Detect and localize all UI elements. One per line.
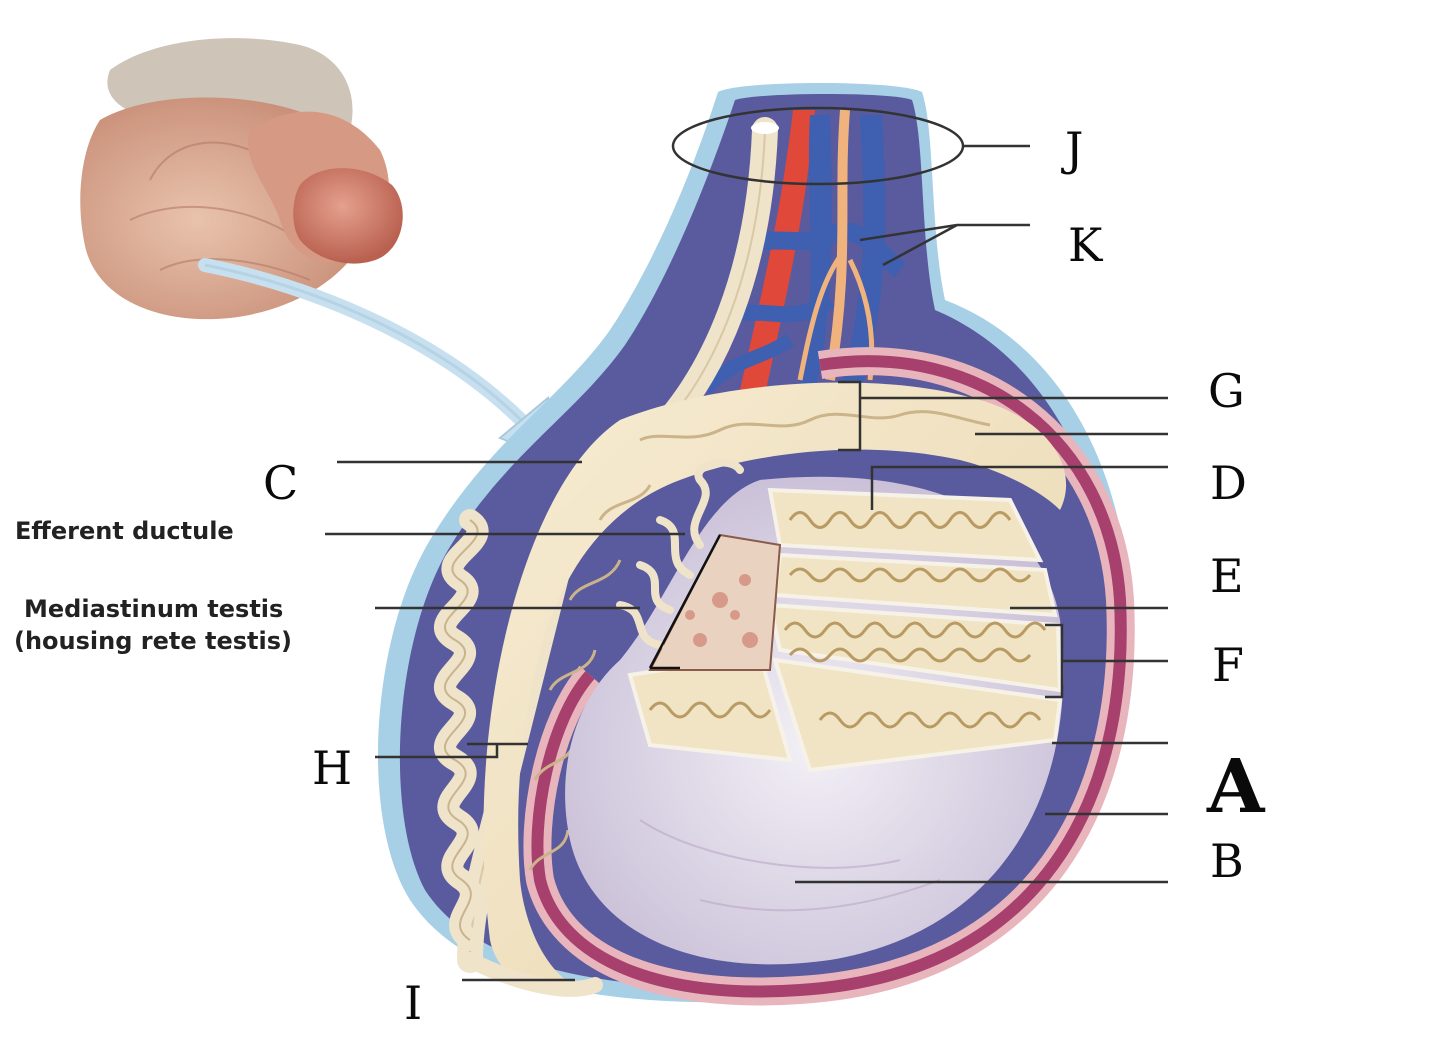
- label-h: H: [312, 741, 353, 795]
- label-j: J: [1065, 122, 1084, 176]
- label-mediastinum-line2: (housing rete testis): [14, 627, 292, 655]
- label-g: G: [1208, 364, 1245, 418]
- label-i: I: [404, 976, 423, 1030]
- tunica-layers: [523, 347, 1135, 1006]
- external-genitalia-inset: [80, 38, 403, 320]
- label-mediastinum-line1: Mediastinum testis: [24, 595, 284, 623]
- label-b: B: [1210, 834, 1244, 888]
- leader-lines: [325, 106, 1168, 982]
- label-a: A: [1207, 744, 1265, 830]
- label-f: F: [1212, 638, 1244, 692]
- label-e: E: [1210, 549, 1244, 603]
- label-efferent-ductule: Efferent ductule: [15, 517, 234, 545]
- testis-lobules: [616, 458, 1063, 773]
- epididymis: [434, 382, 1067, 997]
- label-d: D: [1210, 456, 1247, 510]
- label-k: K: [1068, 218, 1103, 272]
- label-c: C: [263, 456, 299, 510]
